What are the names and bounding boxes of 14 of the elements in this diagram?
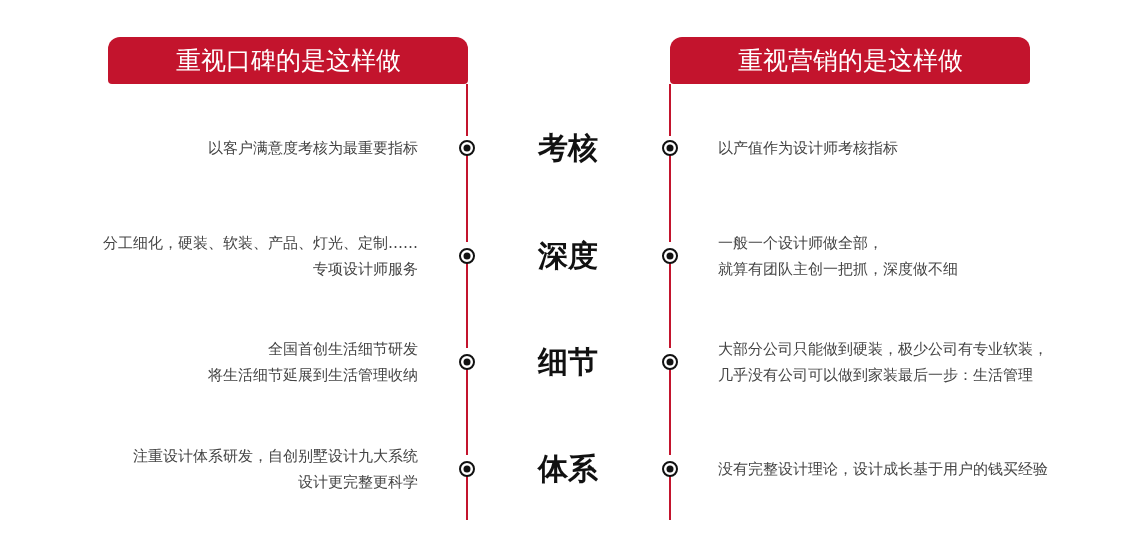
description-text: 分工细化，硬装、软装、产品、灯光、定制……专项设计师服务 <box>103 233 418 280</box>
description-text: 没有完整设计理论，设计成长基于用户的钱买经验 <box>718 459 1048 480</box>
row-heading: 深度 <box>537 237 599 275</box>
row-heading: 考核 <box>537 129 599 167</box>
row-heading: 细节 <box>536 343 599 381</box>
row-heading: 体系 <box>536 450 599 488</box>
description-text: 以客户满意度考核为最重要指标 <box>208 138 418 159</box>
description-text: 大部分公司只能做到硬装，极少公司有专业软装，几乎没有公司可以做到家装最后一步：生活管理 <box>718 339 1048 386</box>
description-text: 全国首创生活细节研发将生活细节延展到生活管理收纳 <box>208 339 418 386</box>
description-text: 注重设计体系研发，自创别墅设计九大系统设计更完整更科学 <box>133 446 418 493</box>
header-tab: 重视口碑的是这样做 <box>108 37 468 84</box>
header-tab: 重视营销的是这样做 <box>670 37 1030 84</box>
description-text: 以产值作为设计师考核指标 <box>718 138 898 159</box>
description-text: 一般一个设计师做全部，就算有团队主创一把抓，深度做不细 <box>718 233 958 280</box>
